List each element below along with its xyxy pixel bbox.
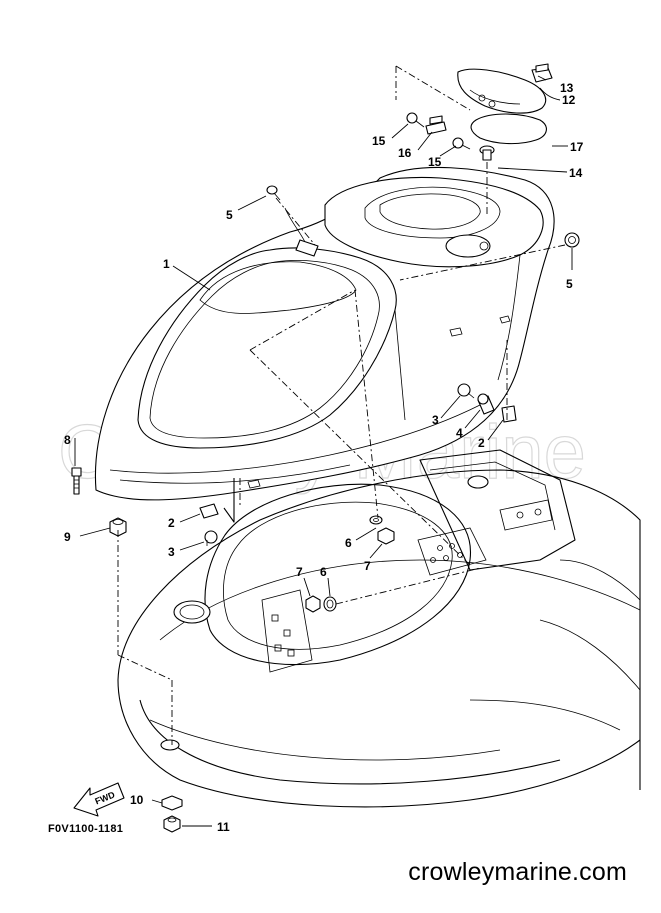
part-9-nut xyxy=(109,517,127,537)
part-5-bolt-left xyxy=(266,185,281,201)
part-2-clip-lower xyxy=(199,503,219,519)
callout-12: 12 xyxy=(562,93,576,107)
callout-6-lower: 6 xyxy=(320,565,327,579)
part-6-washer-lower xyxy=(323,596,337,612)
part-7-nut-lower xyxy=(305,595,321,613)
part-16-clamp xyxy=(425,115,447,135)
callout-2-right: 2 xyxy=(478,436,485,450)
callout-10: 10 xyxy=(130,793,144,807)
callout-8: 8 xyxy=(64,433,71,447)
callout-6-upper: 6 xyxy=(345,536,352,550)
part-11-nut xyxy=(163,815,181,833)
callout-2-lower: 2 xyxy=(168,516,175,530)
callout-15-right: 15 xyxy=(428,155,442,169)
assembly-lines xyxy=(117,65,566,745)
callout-14: 14 xyxy=(569,166,583,180)
part-10-washer xyxy=(161,795,183,811)
top-cover xyxy=(94,166,555,501)
callout-7-upper: 7 xyxy=(364,559,371,573)
callout-15-left: 15 xyxy=(372,134,386,148)
callout-17: 17 xyxy=(570,140,584,154)
part-8-bolt xyxy=(71,467,82,495)
callout-1: 1 xyxy=(163,257,170,271)
callout-16: 16 xyxy=(398,146,412,160)
part-7-nut-upper xyxy=(377,527,395,545)
part-3-bolt-right xyxy=(457,383,475,399)
part-15-screw-left xyxy=(406,112,425,128)
callout-3-lower: 3 xyxy=(168,545,175,559)
fwd-arrow: FWD xyxy=(73,782,125,817)
leader-lines xyxy=(74,75,573,827)
callout-9: 9 xyxy=(64,530,71,544)
callout-4: 4 xyxy=(456,426,463,440)
callout-11: 11 xyxy=(217,820,230,834)
part-4-bolt xyxy=(477,393,495,415)
part-14-pin xyxy=(479,145,495,161)
callout-7-lower: 7 xyxy=(296,565,303,579)
part-3-bolt-lower xyxy=(204,530,218,546)
part-17-gasket xyxy=(470,113,547,145)
drawing-id: F0V1100-1181 xyxy=(48,823,123,835)
site-url: crowleymarine.com xyxy=(408,858,627,886)
part-13-clip xyxy=(531,63,553,83)
part-6-washer-upper xyxy=(369,515,383,525)
callout-5-left: 5 xyxy=(226,208,233,222)
callout-labels: 1 2 2 3 3 4 5 5 6 6 7 7 8 9 10 11 12 13 … xyxy=(64,81,584,834)
callout-3-right: 3 xyxy=(432,413,439,427)
hull-deck xyxy=(117,449,641,808)
part-5-bolt-right xyxy=(564,232,580,248)
part-2-clip-right xyxy=(501,405,517,423)
callout-5-right: 5 xyxy=(566,277,573,291)
part-12-cover xyxy=(457,68,547,114)
part-15-screw-right xyxy=(452,137,471,150)
callout-13: 13 xyxy=(560,81,574,95)
